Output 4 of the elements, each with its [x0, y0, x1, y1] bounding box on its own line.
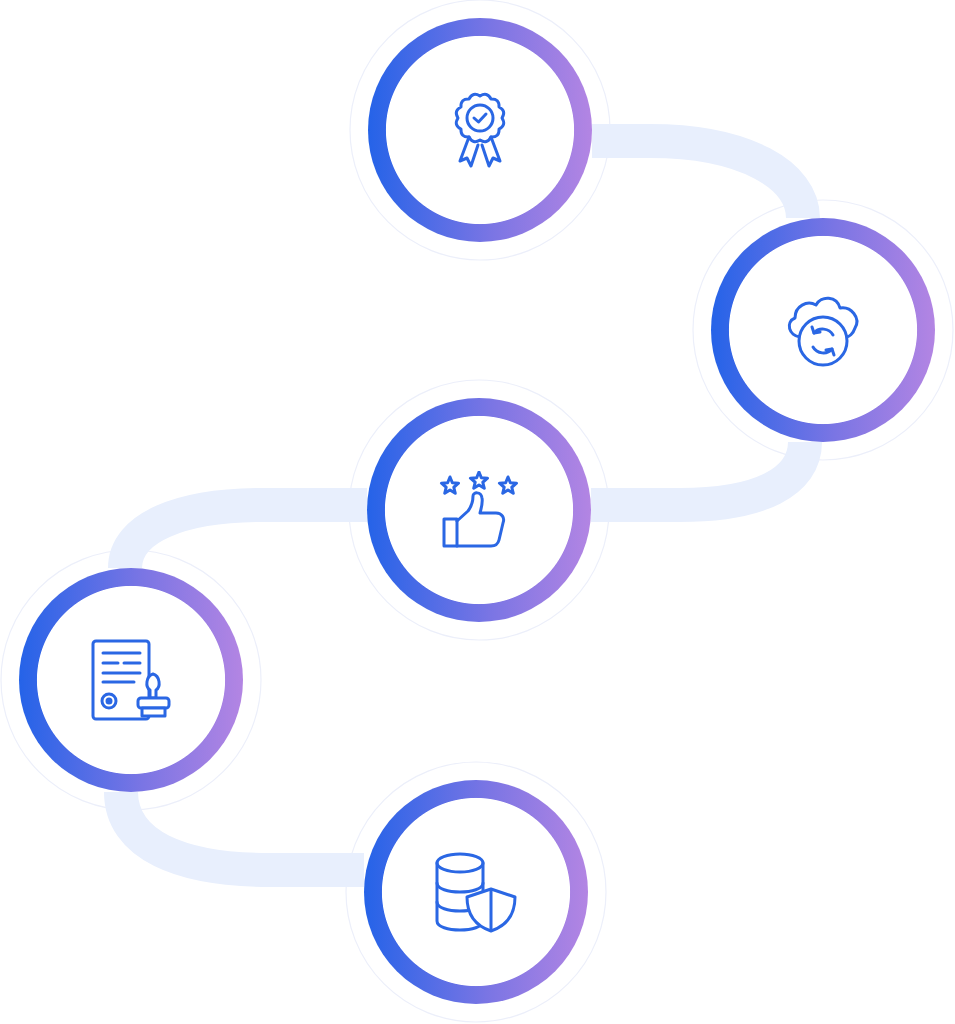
connector-band	[104, 790, 364, 887]
connector-band	[108, 488, 367, 570]
connector-band	[591, 440, 822, 522]
connector-band	[592, 124, 820, 220]
